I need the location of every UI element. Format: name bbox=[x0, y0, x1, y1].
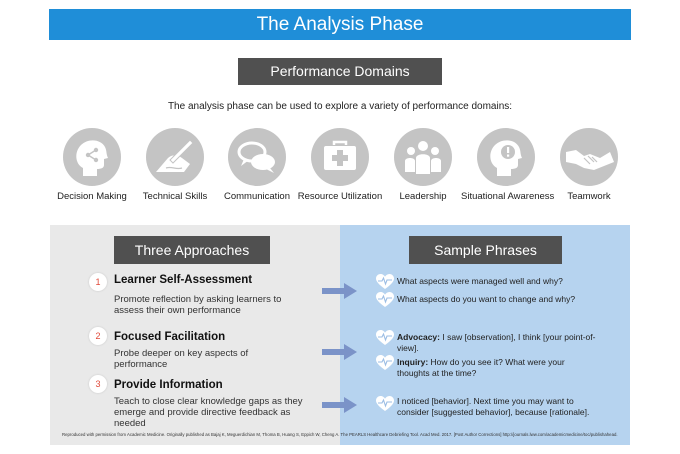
heart-monitor-icon bbox=[376, 274, 394, 289]
domain-label: Teamwork bbox=[567, 191, 611, 202]
approach-title: Provide Information bbox=[114, 379, 223, 391]
approach-number: 3 bbox=[89, 375, 107, 393]
phrase-text: I noticed [behavior]. Next time you may … bbox=[397, 396, 590, 417]
arrow-icon bbox=[322, 397, 357, 413]
heart-monitor-icon bbox=[376, 330, 394, 345]
medical-kit-icon bbox=[311, 128, 369, 186]
heart-monitor-icon bbox=[376, 396, 394, 411]
domain-situational-awareness: Situational Awareness bbox=[461, 128, 555, 202]
arrow-icon bbox=[322, 344, 357, 360]
heart-monitor-icon bbox=[376, 292, 394, 307]
phrase-text: What aspects do you want to change and w… bbox=[397, 294, 576, 304]
domain-label: Resource Utilization bbox=[297, 191, 383, 202]
three-approaches-banner: Three Approaches bbox=[114, 236, 270, 264]
speech-bubbles-icon bbox=[228, 128, 286, 186]
head-alert-icon bbox=[477, 128, 535, 186]
phrase-text: What aspects were managed well and why? bbox=[397, 276, 563, 286]
handshake-icon bbox=[560, 128, 618, 186]
approach-title: Focused Facilitation bbox=[114, 331, 226, 343]
approach-number: 1 bbox=[89, 273, 107, 291]
intro-text: The analysis phase can be used to explor… bbox=[167, 101, 513, 112]
arrow-icon bbox=[322, 283, 357, 299]
phrase-lead: Inquiry: bbox=[397, 357, 429, 367]
domain-decision-making: Decision Making bbox=[47, 128, 137, 202]
domain-label: Technical Skills bbox=[142, 191, 208, 202]
hand-writing-icon bbox=[146, 128, 204, 186]
phrase-text: How do you see it? What were your though… bbox=[397, 357, 565, 378]
sample-phrases-banner: Sample Phrases bbox=[409, 236, 562, 264]
sample-phrase: Advocacy: I saw [observation], I think [… bbox=[397, 332, 597, 354]
domain-label: Communication bbox=[224, 191, 290, 202]
page-title: The Analysis Phase bbox=[49, 9, 631, 40]
approach-title: Learner Self-Assessment bbox=[114, 274, 253, 286]
head-network-icon bbox=[63, 128, 121, 186]
heart-monitor-icon bbox=[376, 355, 394, 370]
sample-phrase: What aspects were managed well and why? bbox=[397, 276, 617, 287]
domain-resource-utilization: Resource Utilization bbox=[295, 128, 385, 202]
sample-phrase: I noticed [behavior]. Next time you may … bbox=[397, 396, 607, 418]
domain-label: Decision Making bbox=[57, 191, 127, 202]
citation-footer: Reproduced with permission from Academic… bbox=[62, 432, 618, 437]
approach-description: Teach to close clear knowledge gaps as t… bbox=[114, 396, 303, 429]
phrase-text: I saw [observation], I think [your point… bbox=[397, 332, 596, 353]
sample-phrase: What aspects do you want to change and w… bbox=[397, 294, 617, 305]
domain-label: Situational Awareness bbox=[461, 191, 555, 202]
domain-technical-skills: Technical Skills bbox=[130, 128, 220, 202]
approach-number: 2 bbox=[89, 327, 107, 345]
sample-phrase: Inquiry: How do you see it? What were yo… bbox=[397, 357, 587, 379]
approach-description: Probe deeper on key aspects of performan… bbox=[114, 348, 249, 370]
phrase-lead: Advocacy: bbox=[397, 332, 440, 342]
domain-label: Leadership bbox=[399, 191, 447, 202]
performance-domains-banner: Performance Domains bbox=[238, 58, 442, 85]
approach-description: Promote reflection by asking learners to… bbox=[114, 294, 282, 316]
domain-communication: Communication bbox=[212, 128, 302, 202]
group-icon bbox=[394, 128, 452, 186]
domain-leadership: Leadership bbox=[378, 128, 468, 202]
domain-teamwork: Teamwork bbox=[544, 128, 634, 202]
